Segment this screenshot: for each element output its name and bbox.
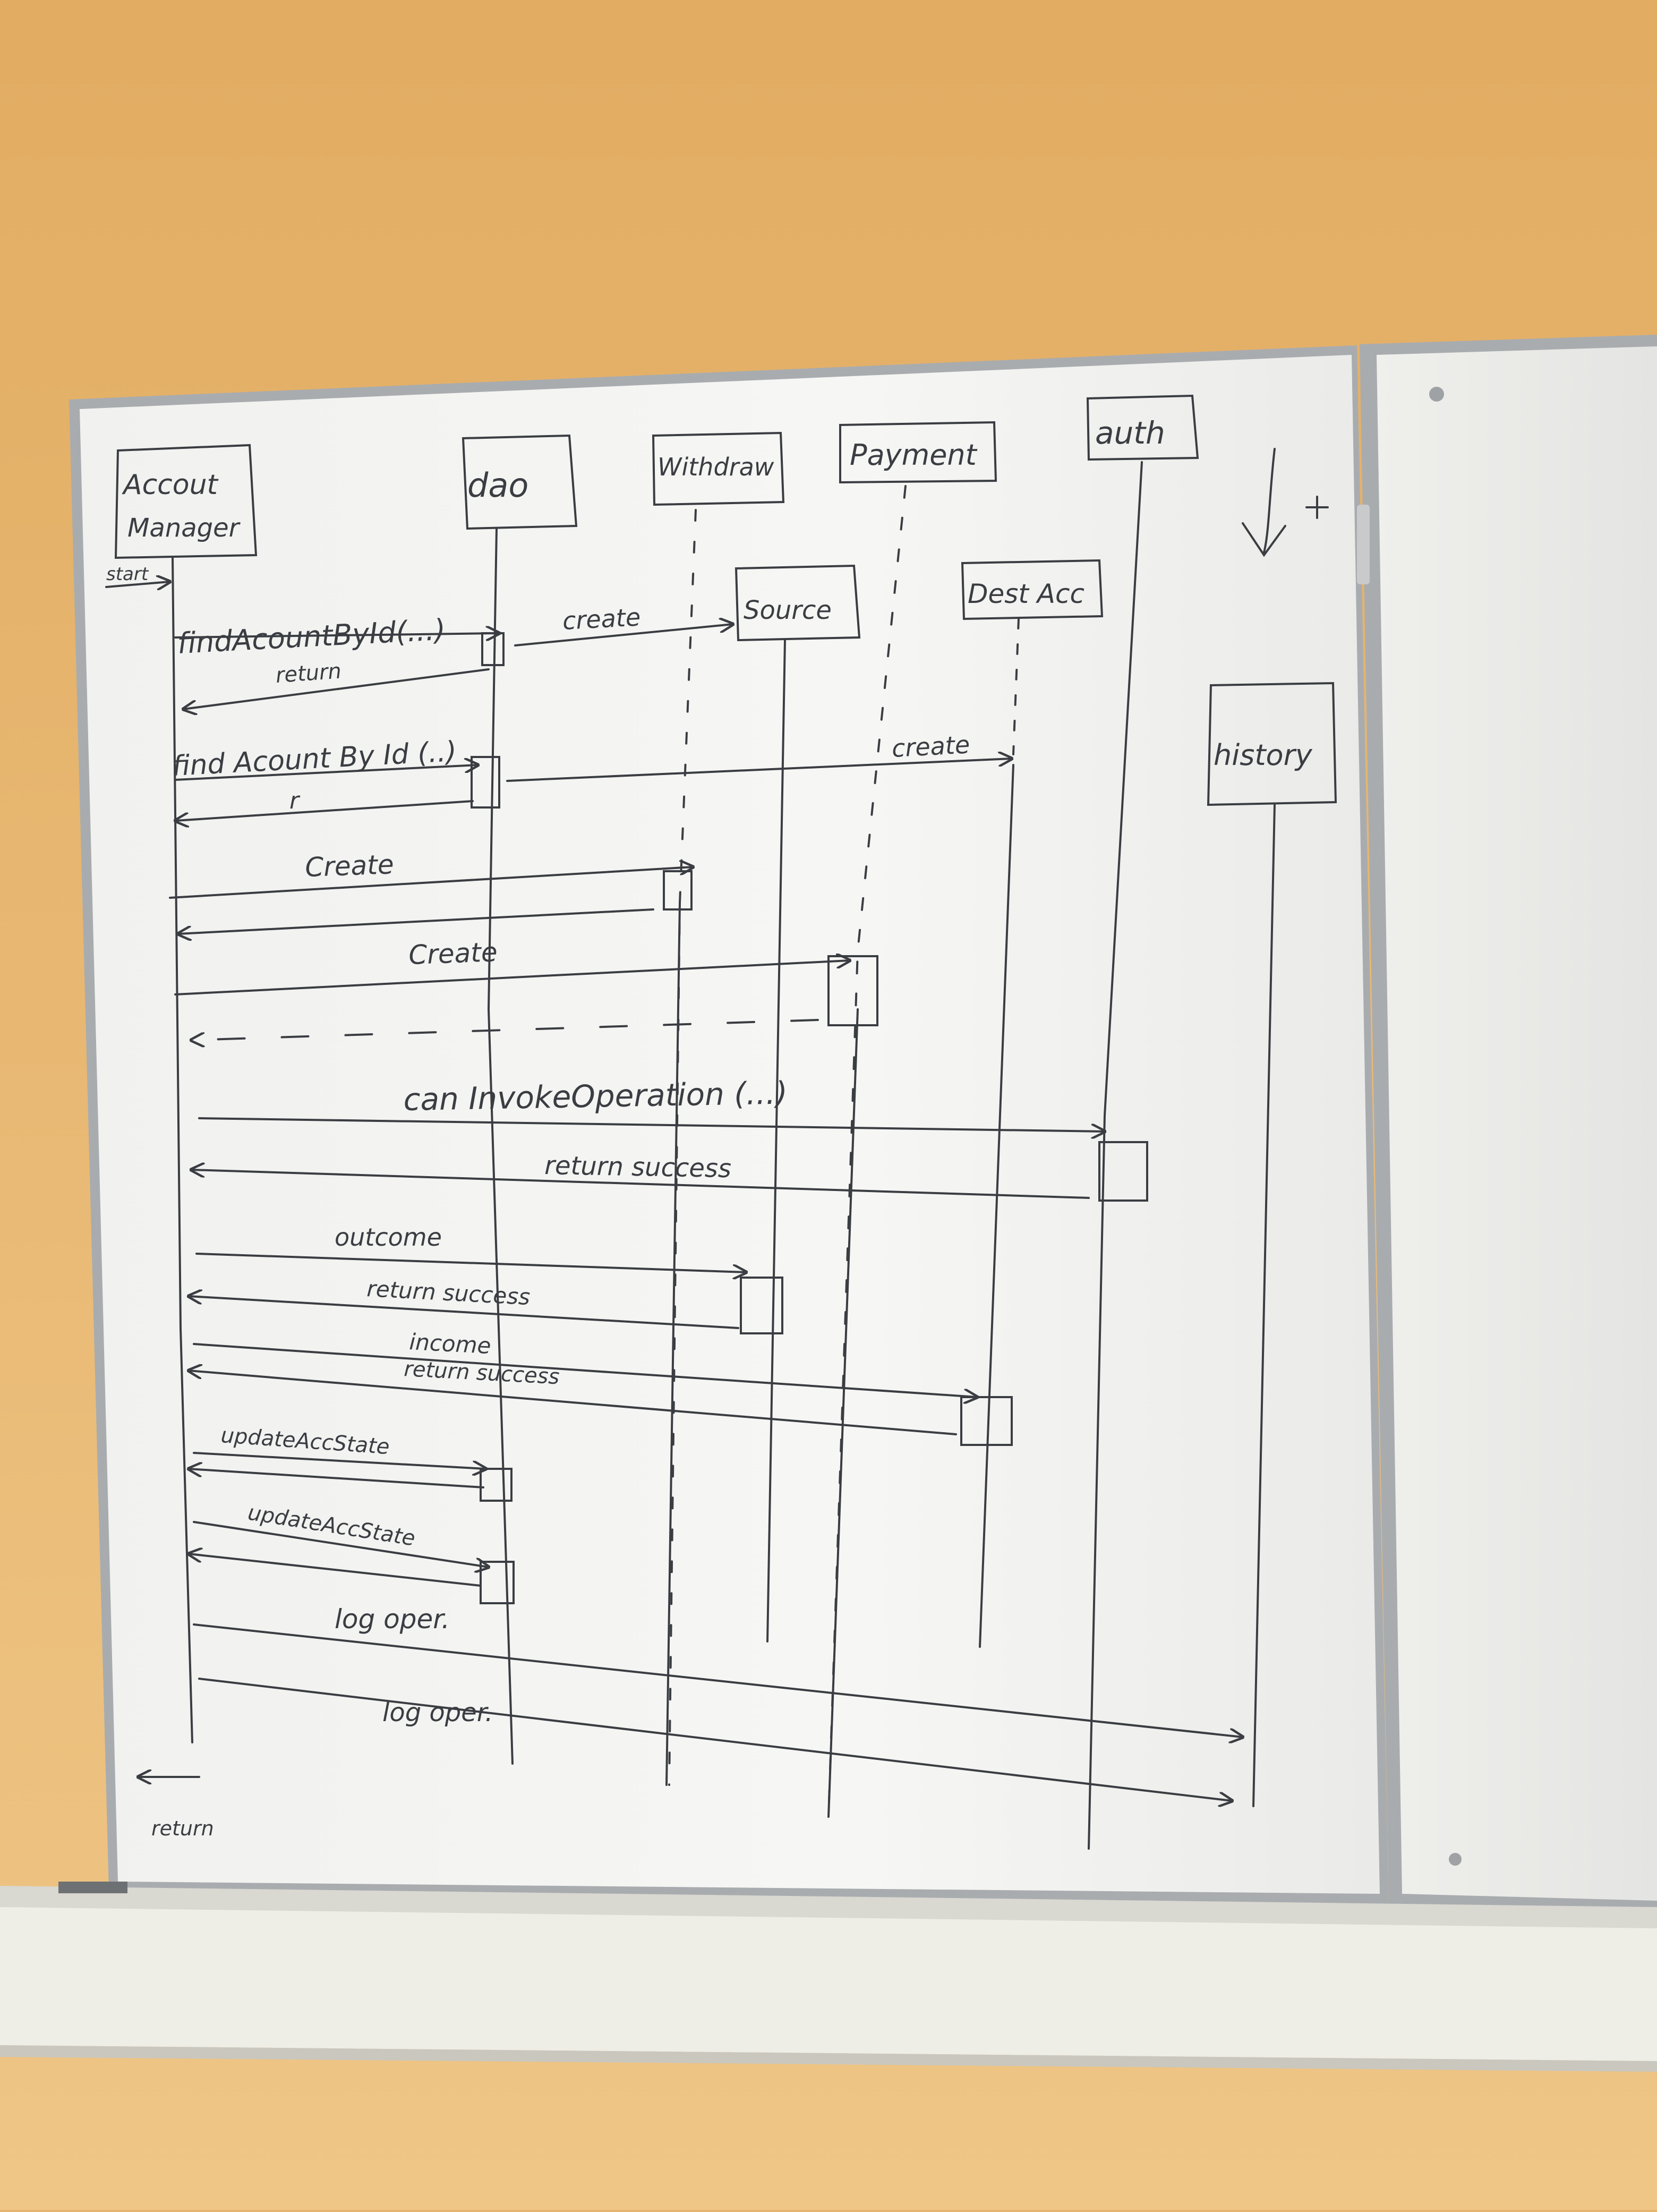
label-start: start	[106, 564, 149, 585]
label-return-success-auth: return success	[544, 1151, 732, 1184]
whiteboard-main	[69, 345, 1389, 1904]
label-account-manager-2: Manager	[127, 513, 241, 543]
label-auth: auth	[1095, 415, 1165, 451]
activation-dao-3	[480, 1468, 513, 1502]
activation-dao-4	[480, 1561, 515, 1604]
label-r: r	[289, 787, 301, 814]
arrow-return-payment	[191, 1019, 819, 1040]
label-return-final: return	[151, 1817, 214, 1840]
activation-dao-2	[471, 756, 500, 809]
label-create-withdraw: Create	[304, 849, 394, 883]
arrow-return-withdraw	[178, 908, 654, 934]
arrow-return-success-dest	[189, 1371, 957, 1435]
arrow-outcome	[195, 1253, 746, 1272]
arrow-update-1	[193, 1452, 486, 1469]
participant-box-withdraw	[652, 431, 785, 506]
participant-box-auth	[1086, 394, 1199, 461]
label-create-source: create	[562, 602, 642, 635]
whiteboard-side	[1357, 335, 1657, 1912]
label-outcome: outcome	[335, 1223, 442, 1252]
participant-box-account-manager	[114, 444, 258, 559]
lifeline-withdraw-solid	[665, 902, 681, 1786]
arrow-create-dest	[506, 759, 1012, 782]
label-can-invoke: can InvokeOperation (...)	[403, 1075, 788, 1118]
label-log-1: log oper.	[335, 1604, 450, 1635]
participant-box-history	[1207, 682, 1337, 806]
arrow-return-1	[183, 668, 490, 709]
arrow-update-2-return	[189, 1554, 482, 1587]
lifeline-dest-acc-solid	[979, 764, 1014, 1648]
arrow-log-1	[193, 1623, 1243, 1737]
arrow-return-success-auth	[191, 1170, 1090, 1199]
label-history: history	[1214, 738, 1313, 772]
sequence-diagram	[105, 394, 1337, 1850]
label-log-2: log oper.	[382, 1698, 493, 1728]
participant-box-dest-acc	[961, 559, 1104, 620]
arrow-create-source	[514, 624, 733, 646]
lifeline-source	[766, 639, 786, 1643]
lifeline-history	[1252, 804, 1276, 1807]
activation-payment	[827, 955, 878, 1026]
arrow-can-invoke	[198, 1117, 1105, 1131]
label-withdraw: Withdraw	[657, 453, 774, 481]
scribble-corner	[1242, 448, 1329, 557]
arrow-find-2	[174, 765, 478, 781]
activation-withdraw	[663, 870, 693, 911]
label-create-payment: Create	[408, 937, 498, 971]
label-return-1: return	[275, 659, 342, 688]
arrow-r	[175, 800, 474, 821]
participant-box-dao	[462, 434, 578, 530]
label-create-dest: create	[891, 730, 971, 763]
label-source: Source	[744, 595, 832, 625]
arrow-create-withdraw	[169, 867, 693, 899]
activation-auth	[1098, 1141, 1148, 1202]
arrow-update-1-return	[189, 1469, 484, 1488]
arrow-return-success-source	[189, 1296, 739, 1329]
arrow-find-1	[174, 633, 499, 637]
lifeline-payment-solid	[827, 1008, 859, 1818]
arrow-update-2	[193, 1521, 489, 1567]
lifeline-auth	[1088, 461, 1143, 1850]
label-payment: Payment	[850, 438, 978, 472]
arrow-create-payment	[174, 960, 850, 996]
arrow-log-2	[198, 1678, 1232, 1801]
lifeline-dao	[487, 528, 514, 1765]
participant-box-source	[734, 564, 861, 642]
label-dest-acc: Dest Acc	[968, 578, 1084, 609]
activation-dest-acc	[960, 1396, 1013, 1446]
label-dao: dao	[467, 466, 528, 505]
participant-box-payment	[839, 421, 997, 484]
start-arrow	[105, 582, 170, 587]
label-account-manager-1: Accout	[122, 469, 219, 501]
marker-ledge	[0, 1882, 1657, 2072]
label-income: income	[408, 1329, 491, 1359]
activation-source	[740, 1277, 783, 1334]
arrow-income	[193, 1343, 977, 1397]
